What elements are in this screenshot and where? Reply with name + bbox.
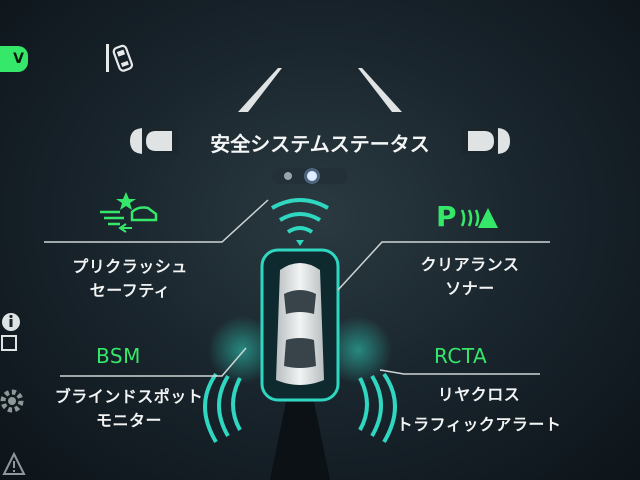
pre-crash-label-line2: セーフティ: [89, 281, 171, 300]
parking-badge: P: [436, 200, 457, 233]
pre-crash-label-line1: プリクラッシュ: [72, 257, 188, 276]
bsm-label-line1: ブラインドスポット: [54, 387, 204, 406]
lane-assist-icon: [106, 44, 134, 72]
title-bar: 安全システムステータス: [120, 126, 520, 156]
rcta-label-line2: トラフィックアラート: [396, 415, 562, 434]
pre-crash-car-icon: [100, 192, 158, 233]
page-title: 安全システムステータス: [210, 132, 430, 156]
rcta-label-line1: リヤクロス: [437, 385, 521, 404]
car-sensor-diagram: [203, 198, 397, 480]
clearance-label-line2: ソナー: [445, 279, 495, 298]
rcta-code: RCTA: [434, 344, 488, 368]
front-sensor-dots: [272, 168, 348, 184]
bsm-label-line2: モニター: [95, 411, 162, 430]
bsm-code: BSM: [96, 344, 141, 368]
parking-sonar-icon: [460, 208, 498, 228]
clearance-label-line1: クリアランス: [420, 255, 520, 274]
gear-icon: [0, 389, 24, 413]
road-perspective-lines: [238, 68, 402, 112]
info-icon: [1, 313, 20, 351]
eco-badge: V: [0, 46, 28, 72]
warning-icon: [2, 452, 26, 475]
